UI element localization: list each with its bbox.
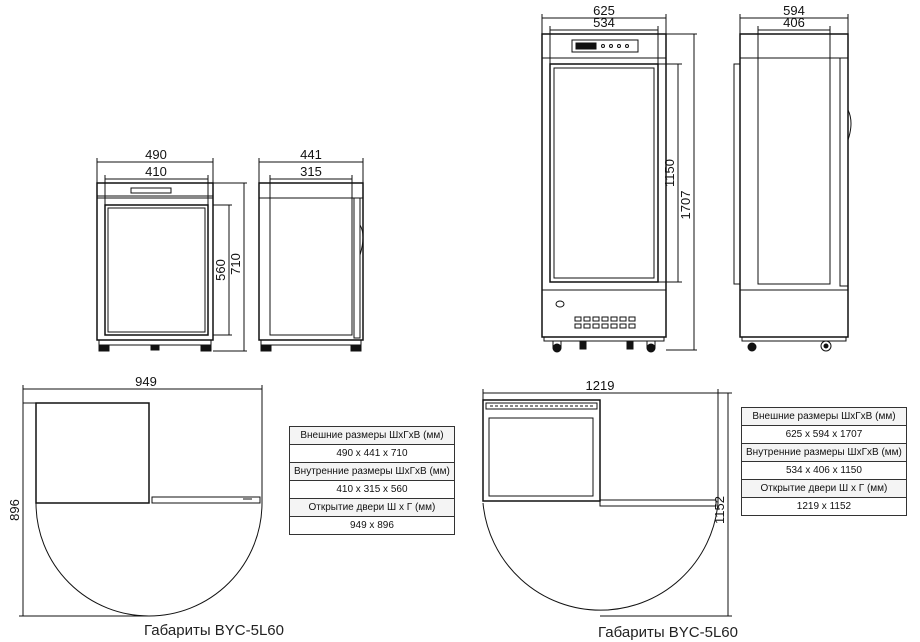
table-large-row: Внутренние размеры ШхГхВ (мм) (741, 443, 907, 462)
dim-large-side-inner-depth: 406 (783, 15, 805, 30)
dim-small-swing-width: 949 (135, 374, 157, 389)
small-front-view (96, 158, 247, 352)
table-large-row: Открытие двери Ш х Г (мм) (741, 479, 907, 498)
spec-table-small-body: Внешние размеры ШхГхВ (мм)490 х 441 х 71… (289, 426, 455, 535)
table-large-header-cell: Открытие двери Ш х Г (мм) (741, 479, 907, 498)
large-front-view (541, 14, 697, 353)
table-large-header-cell: Внутренние размеры ШхГхВ (мм) (741, 443, 907, 462)
table-large-value-cell: 1219 х 1152 (741, 497, 907, 516)
table-small-row: 949 х 896 (289, 516, 455, 535)
table-large-row: 534 х 406 х 1150 (741, 461, 907, 480)
dim-large-side-depth: 594 (783, 3, 805, 18)
table-small-header-cell: Открытие двери Ш х Г (мм) (289, 498, 455, 517)
spec-table-large-body: Внешние размеры ШхГхВ (мм)625 х 594 х 17… (741, 407, 907, 516)
dim-large-front-inner-width: 534 (593, 15, 615, 30)
large-top-view-swing (482, 389, 732, 617)
table-small-value-cell: 949 х 896 (289, 516, 455, 535)
table-small-value-cell: 490 х 441 х 710 (289, 444, 455, 463)
table-small-row: Открытие двери Ш х Г (мм) (289, 498, 455, 517)
caption-right: Габариты BYC-5L60 (598, 624, 738, 641)
dim-large-swing-width: 1219 (586, 378, 615, 393)
small-top-view-swing (19, 385, 263, 617)
dim-large-total-height: 1707 (678, 191, 693, 220)
table-large-row: Внешние размеры ШхГхВ (мм) (741, 407, 907, 426)
dim-small-inner-height: 560 (213, 259, 228, 281)
table-large-header-cell: Внешние размеры ШхГхВ (мм) (741, 407, 907, 426)
table-small-row: Внешние размеры ШхГхВ (мм) (289, 426, 455, 445)
dim-small-front-inner-width: 410 (145, 164, 167, 179)
small-side-view (258, 158, 364, 352)
table-large-value-cell: 625 х 594 х 1707 (741, 425, 907, 444)
table-large-row: 625 х 594 х 1707 (741, 425, 907, 444)
dim-large-front-width: 625 (593, 3, 615, 18)
dim-small-swing-depth: 896 (7, 499, 22, 521)
table-small-value-cell: 410 х 315 х 560 (289, 480, 455, 499)
table-small-row: 490 х 441 х 710 (289, 444, 455, 463)
table-large-row: 1219 х 1152 (741, 497, 907, 516)
table-small-header-cell: Внешние размеры ШхГхВ (мм) (289, 426, 455, 445)
table-small-row: Внутренние размеры ШхГхВ (мм) (289, 462, 455, 481)
large-front-vent-grille (574, 316, 636, 329)
large-side-view (733, 14, 852, 352)
dim-small-side-depth: 441 (300, 147, 322, 162)
table-large-value-cell: 534 х 406 х 1150 (741, 461, 907, 480)
dim-large-swing-depth: 1152 (712, 496, 727, 524)
dim-large-inner-height: 1150 (662, 159, 677, 187)
table-small-row: 410 х 315 х 560 (289, 480, 455, 499)
spec-table-large: Внешние размеры ШхГхВ (мм)625 х 594 х 17… (741, 407, 907, 516)
dim-small-side-inner-depth: 315 (300, 164, 322, 179)
dim-small-total-height: 710 (228, 253, 243, 275)
table-small-header-cell: Внутренние размеры ШхГхВ (мм) (289, 462, 455, 481)
dim-small-front-width: 490 (145, 147, 167, 162)
caption-left: Габариты BYC-5L60 (144, 622, 284, 639)
spec-table-small: Внешние размеры ШхГхВ (мм)490 х 441 х 71… (289, 426, 455, 535)
